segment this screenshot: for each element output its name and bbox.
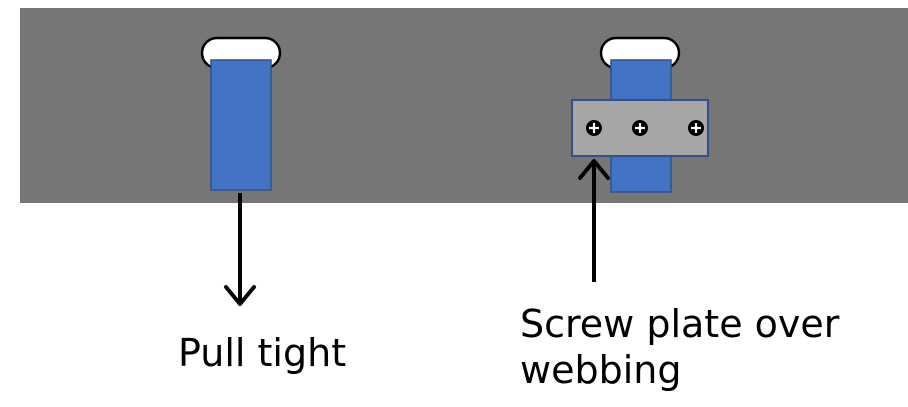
left-webbing-strap [210,59,272,191]
pull-tight-label: Pull tight [178,331,347,375]
left-webbing-assembly [200,36,282,191]
screw-icon [586,120,602,136]
screw-icon [632,120,648,136]
screw-plate-label: Screw plate over webbing [520,301,839,393]
pull-arrow [224,193,256,306]
screw-plate-label-line2: webbing [520,348,682,392]
mounting-panel [20,8,908,203]
screw-plate-label-line1: Screw plate over [520,302,840,346]
screw-icon [688,120,704,136]
pull-arrow-head [224,285,256,306]
plate-arrow-head [578,159,610,180]
plate-arrow [578,159,610,282]
right-webbing-assembly [571,36,709,193]
